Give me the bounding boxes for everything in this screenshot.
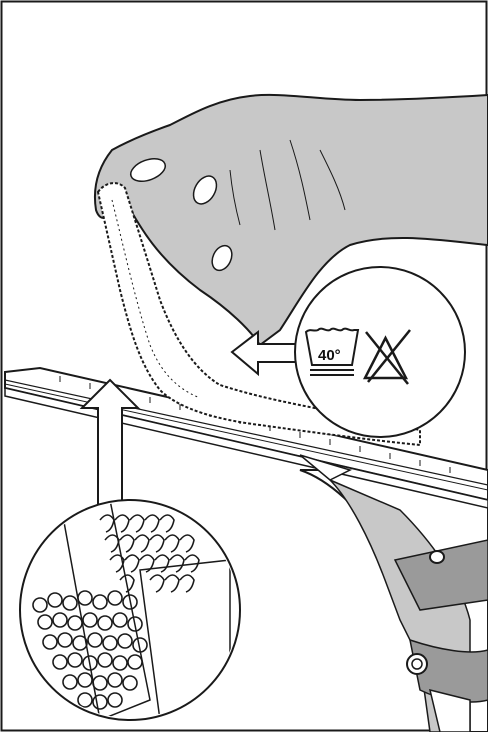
fibre-detail-callout [20,500,240,720]
screw-hole [430,551,444,563]
wash-temperature-label: 40° [318,347,341,364]
window-vac-body [300,470,488,732]
care-symbols-callout: 40° [295,267,465,437]
